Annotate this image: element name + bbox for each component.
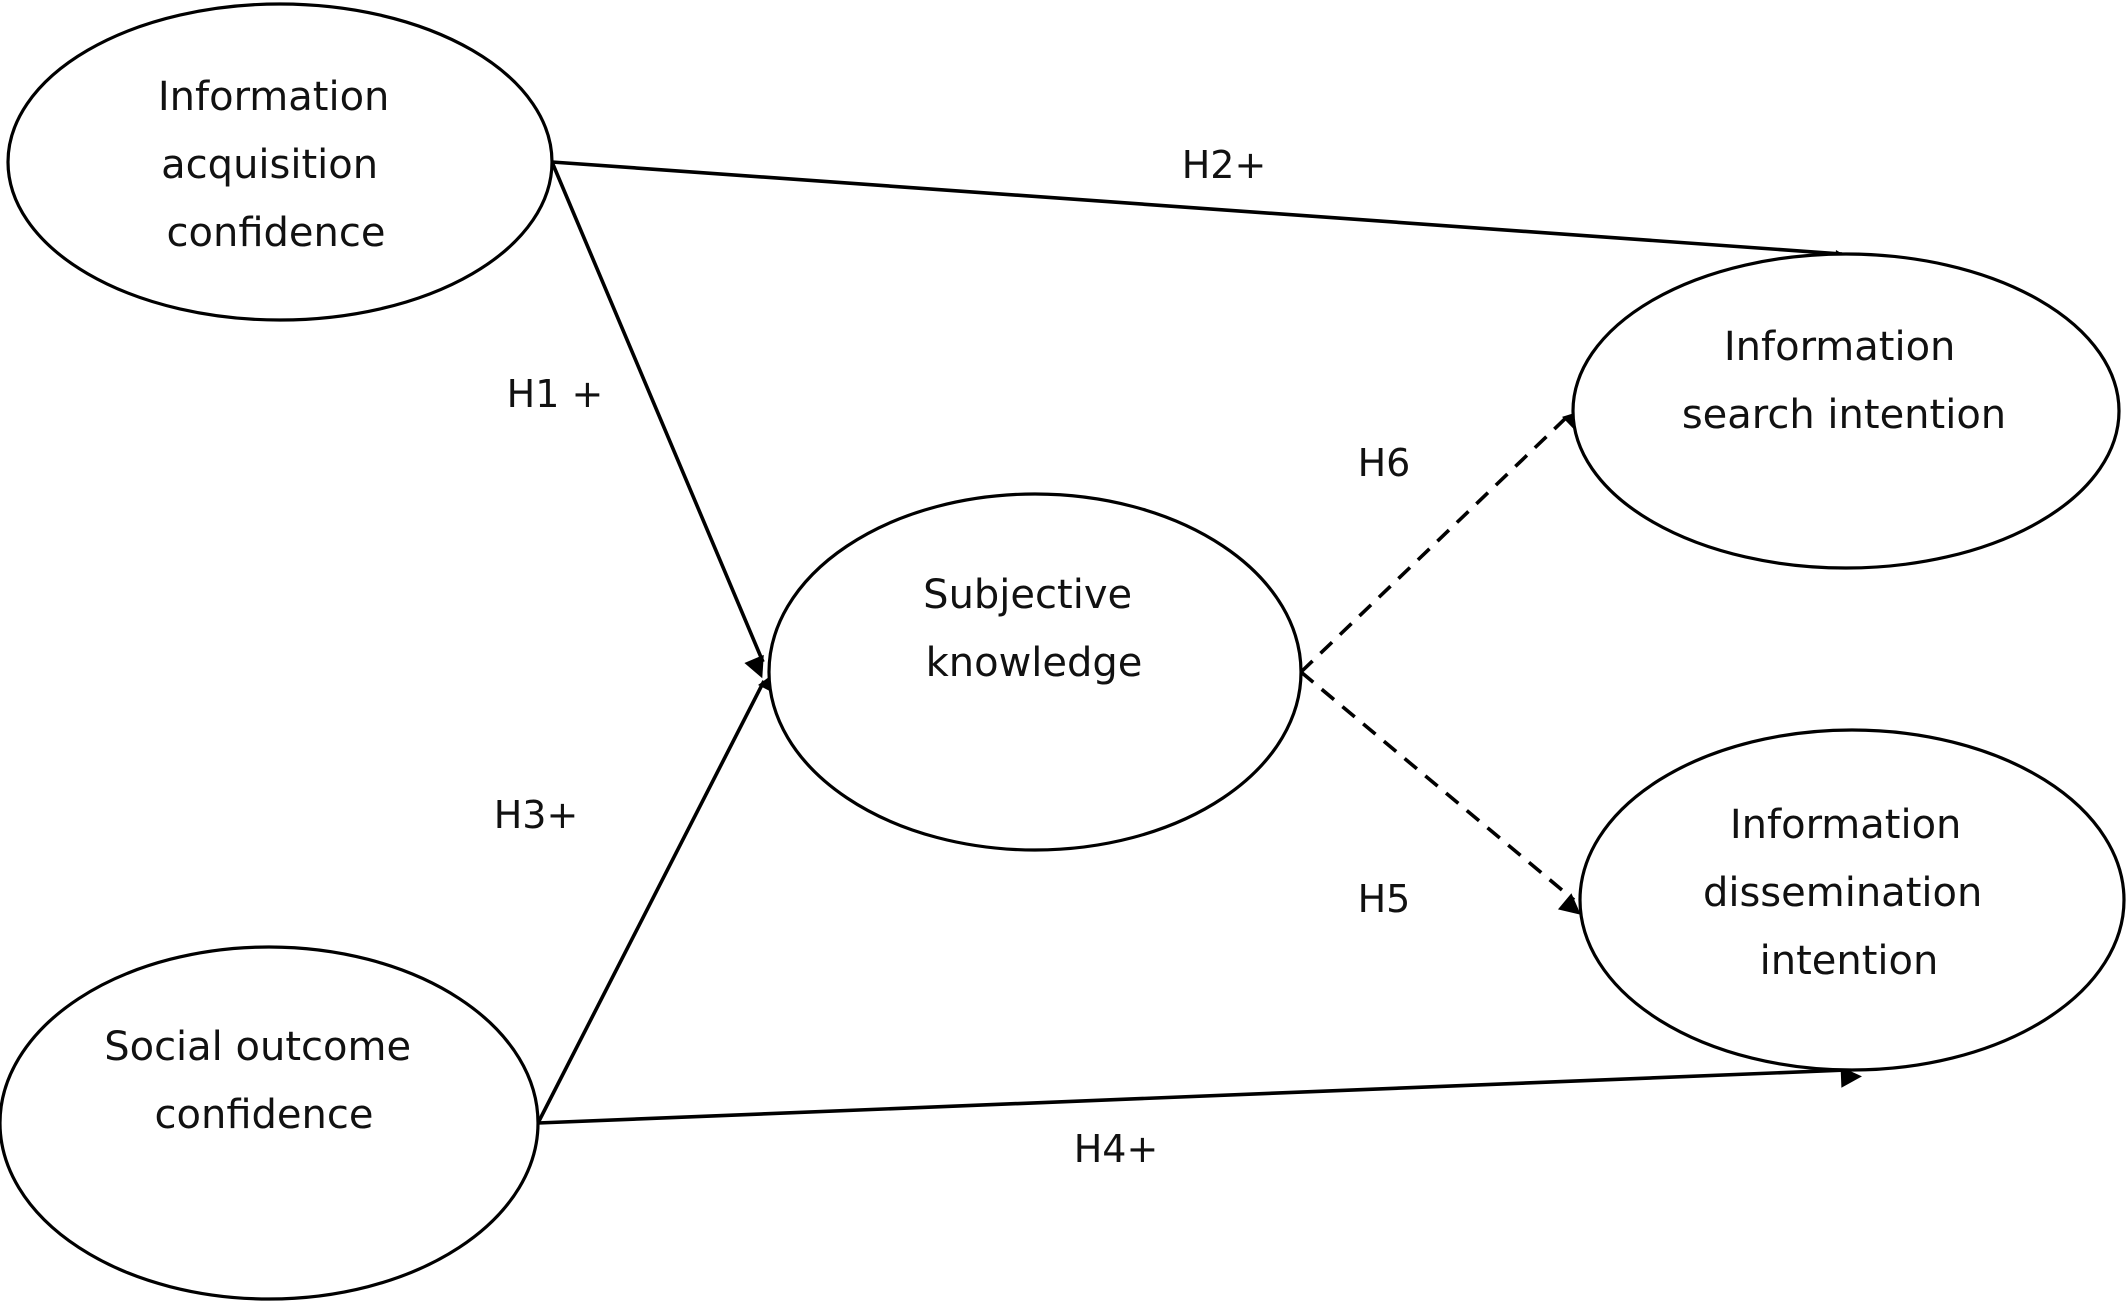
node-label-line: Information <box>1730 802 1962 848</box>
node-ellipse <box>0 945 540 1301</box>
edge-h2 <box>551 160 1857 272</box>
edge-label-h2: H2+ <box>1182 143 1267 187</box>
edge-label-h4: H4+ <box>1074 1127 1159 1171</box>
node-label-line: confidence <box>155 1092 374 1138</box>
node-label-line: search intention <box>1682 392 2006 438</box>
node-label-line: Subjective <box>923 572 1132 618</box>
node-ellipse <box>767 492 1303 852</box>
node-label-line: intention <box>1760 938 1939 984</box>
edge-h1 <box>550 161 765 679</box>
node-ellipse <box>6 2 554 322</box>
edge-h1-line <box>550 161 765 679</box>
edge-h5 <box>1299 670 1581 915</box>
node-label-line: acquisition <box>161 142 378 188</box>
node-label-line: knowledge <box>926 640 1143 686</box>
node-label-line: dissemination <box>1703 870 1982 916</box>
edge-label-h5: H5 <box>1358 877 1411 921</box>
node-information-search-intention: Information search intention <box>1571 252 2121 570</box>
node-social-outcome-confidence: Social outcome confidence <box>0 945 540 1301</box>
node-label: Information search intention <box>1682 324 2006 438</box>
node-label-line: Information <box>1724 324 1956 370</box>
edge-h5-line <box>1299 670 1581 915</box>
edge-h2-line <box>551 160 1857 272</box>
edge-label-h3: H3+ <box>494 793 579 837</box>
edge-h4-line <box>537 1066 1862 1125</box>
node-label: Information acquisition confidence <box>158 74 402 256</box>
node-label: Information dissemination intention <box>1703 802 1995 984</box>
node-information-dissemination-intention: Information dissemination intention <box>1578 728 2126 1072</box>
node-ellipse <box>1578 728 2126 1072</box>
node-label: Subjective knowledge <box>923 572 1145 686</box>
node-information-acquisition-confidence: Information acquisition confidence <box>6 2 554 322</box>
edge-h3-line <box>536 671 777 1124</box>
node-label-line: confidence <box>167 210 386 256</box>
edge-label-h6: H6 <box>1358 441 1411 485</box>
edge-label-h1: H1 + <box>507 372 604 416</box>
node-subjective-knowledge: Subjective knowledge <box>767 492 1303 852</box>
edge-h6-line <box>1299 409 1585 674</box>
edge-h4 <box>537 1066 1862 1125</box>
node-label: Social outcome confidence <box>104 1024 424 1138</box>
node-label-line: Information <box>158 74 390 120</box>
edge-h3 <box>536 671 777 1124</box>
node-ellipse <box>1571 252 2121 570</box>
node-label-line: Social outcome <box>104 1024 411 1070</box>
edge-h6 <box>1299 409 1585 674</box>
